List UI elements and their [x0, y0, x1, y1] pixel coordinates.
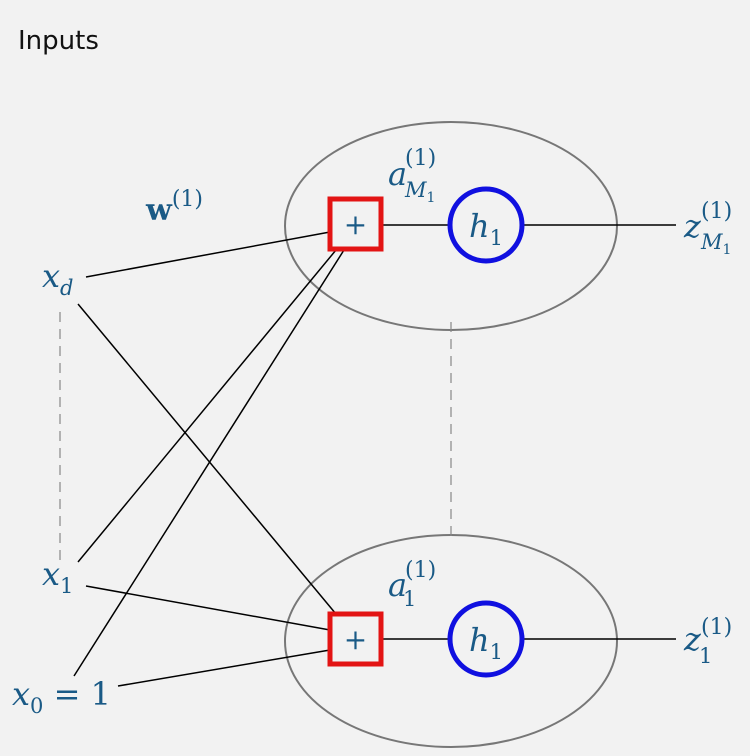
unit-connections [383, 224, 676, 640]
edge-x0-bottom [117, 649, 331, 687]
activation-value-top-sup: (1) [405, 146, 436, 171]
sum-symbol-bottom: + [344, 623, 367, 656]
sum-node-bottom [327, 611, 384, 667]
edge-x0-top [73, 249, 345, 677]
activation-value-top-sub: M1 [404, 178, 435, 206]
activation-node-bottom [447, 600, 525, 678]
activation-value-top: a [388, 155, 407, 193]
activation-label-bottom: h1 [469, 621, 503, 664]
edge-xd-bottom [77, 303, 337, 615]
input-x1: x1 [42, 555, 73, 598]
activation-value-bottom: a [388, 566, 407, 604]
output-top-sup: (1) [701, 199, 732, 224]
output-bottom-sup: (1) [701, 615, 732, 640]
weight-edges [73, 231, 345, 687]
sum-node-top [327, 196, 384, 252]
activation-value-bottom-sub: 1 [403, 587, 416, 611]
input-xd: xd [42, 257, 74, 300]
weight-label: w(1) [145, 187, 203, 228]
input-x0: x0 = 1 [12, 675, 111, 718]
output-top: z [683, 207, 702, 245]
sum-symbol-top: + [344, 208, 367, 241]
activation-label-top: h1 [469, 207, 503, 250]
edge-xd-top [85, 231, 331, 278]
output-bottom: z [683, 620, 702, 658]
activation-value-bottom-sup: (1) [405, 558, 436, 583]
activation-node-top [447, 186, 525, 264]
output-bottom-sub: 1 [699, 644, 712, 668]
output-top-sub: M1 [700, 230, 731, 258]
edge-x1-top [77, 249, 337, 563]
inputs-title: Inputs [18, 26, 99, 56]
